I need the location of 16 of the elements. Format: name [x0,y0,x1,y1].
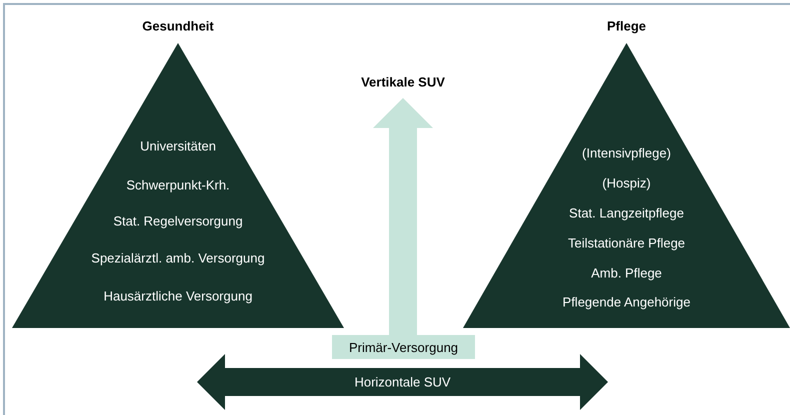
level-label: Amb. Pflege [591,266,662,280]
level-label: Stat. Regelversorgung [113,214,243,228]
heading: Pflege [607,18,646,34]
level-label: Spezialärztl. amb. Versorgung [91,250,265,266]
level-label: Teilstationäre Pflege [568,236,686,250]
level-label: Stat. Langzeitpflege [569,206,684,220]
level-label: Schwerpunkt-Krh. [126,178,230,192]
arrow-label: Vertikale SUV [361,74,445,90]
level-label: (Hospiz) [602,176,651,190]
level-label: Universitäten [140,138,216,154]
heading: Gesundheit [142,18,214,34]
level-label: Hausärztliche Versorgung [104,288,252,304]
label-panel: Primär-Versorgung [332,335,475,359]
level-label: (Intensivpflege) [582,146,671,160]
level-label: Pflegende Angehörige [562,294,690,310]
arrow-label: Horizontale SUV [354,374,451,390]
